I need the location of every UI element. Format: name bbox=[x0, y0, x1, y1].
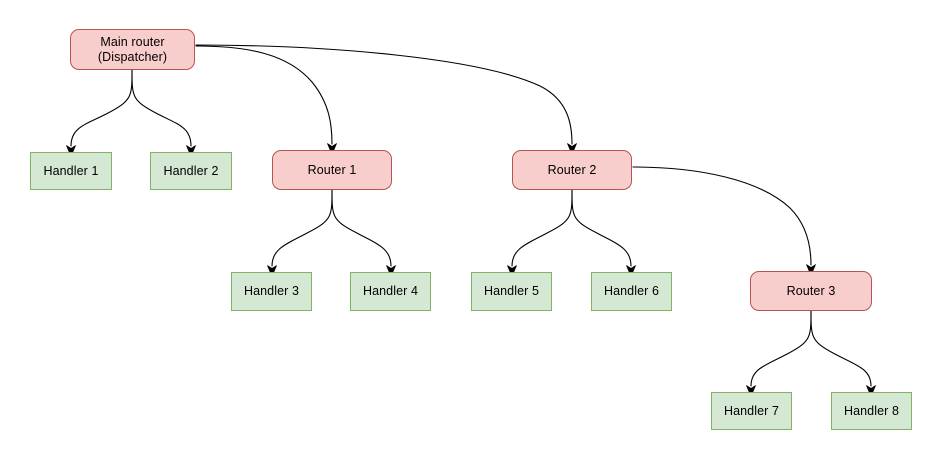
node-handler-8[interactable]: Handler 8 bbox=[831, 392, 912, 430]
node-label-handler-8: Handler 8 bbox=[843, 403, 900, 418]
node-handler-1[interactable]: Handler 1 bbox=[30, 152, 112, 190]
node-handler-5[interactable]: Handler 5 bbox=[471, 272, 552, 311]
node-label-handler-3: Handler 3 bbox=[243, 284, 300, 298]
edge-router-3-to-handler-8 bbox=[810, 310, 872, 387]
node-handler-6[interactable]: Handler 6 bbox=[591, 272, 672, 311]
node-label-router-3: Router 3 bbox=[786, 283, 836, 298]
node-label-router-1: Router 1 bbox=[307, 162, 357, 177]
node-label-handler-4: Handler 4 bbox=[362, 284, 419, 298]
edge-main-router-to-router-2 bbox=[195, 44, 573, 145]
edge-router-1-to-handler-4 bbox=[331, 189, 392, 267]
node-label-main-router: Main router (Dispatcher) bbox=[97, 34, 168, 64]
node-label-handler-5: Handler 5 bbox=[483, 284, 540, 298]
edge-main-router-to-handler-2 bbox=[131, 69, 192, 147]
edge-main-router-to-handler-1 bbox=[70, 69, 133, 147]
node-router-1[interactable]: Router 1 bbox=[272, 150, 392, 190]
edge-paths bbox=[70, 44, 872, 387]
node-label-handler-2: Handler 2 bbox=[163, 163, 219, 178]
edge-router-3-to-handler-7 bbox=[750, 310, 812, 387]
edge-router-2-to-handler-5 bbox=[511, 189, 573, 267]
node-label-handler-6: Handler 6 bbox=[603, 284, 660, 298]
node-handler-4[interactable]: Handler 4 bbox=[350, 272, 431, 311]
node-label-handler-1: Handler 1 bbox=[43, 163, 99, 178]
edge-main-router-to-router-1 bbox=[195, 45, 333, 145]
node-label-handler-7: Handler 7 bbox=[723, 403, 780, 418]
node-main-router[interactable]: Main router (Dispatcher) bbox=[70, 29, 195, 70]
edge-router-1-to-handler-3 bbox=[271, 189, 333, 267]
node-handler-7[interactable]: Handler 7 bbox=[711, 392, 792, 430]
node-label-router-2: Router 2 bbox=[547, 162, 597, 177]
node-handler-2[interactable]: Handler 2 bbox=[150, 152, 232, 190]
node-router-3[interactable]: Router 3 bbox=[750, 271, 872, 311]
node-router-2[interactable]: Router 2 bbox=[512, 150, 632, 190]
edge-router-2-to-handler-6 bbox=[571, 189, 632, 267]
node-handler-3[interactable]: Handler 3 bbox=[231, 272, 312, 311]
edge-router-2-to-router-3 bbox=[632, 166, 812, 266]
